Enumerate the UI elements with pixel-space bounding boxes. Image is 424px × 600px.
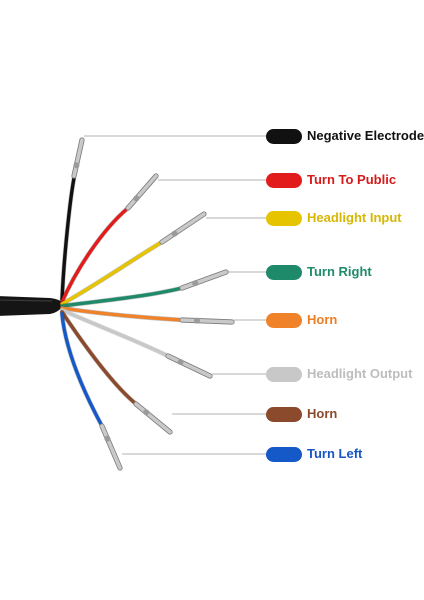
terminal-pin (166, 354, 212, 378)
terminal-pin (160, 212, 206, 244)
terminal-crimp (171, 230, 178, 237)
legend-label: Headlight Output (307, 366, 413, 381)
terminal-crimp (192, 280, 199, 287)
color-swatch (266, 264, 302, 280)
terminal-crimp (177, 359, 184, 365)
wire-group (59, 211, 207, 307)
wire (60, 176, 76, 302)
terminal-crimp (73, 162, 80, 169)
color-swatch (266, 172, 302, 188)
color-swatch (266, 312, 302, 328)
color-swatch (266, 446, 302, 462)
legend-item: Horn (266, 406, 337, 422)
cable-jacket (0, 296, 64, 316)
wire (60, 286, 184, 308)
wire (60, 306, 184, 322)
terminal-pin (134, 402, 172, 434)
legend-item: Turn To Public (266, 172, 396, 188)
wire (60, 206, 130, 304)
wire (60, 240, 164, 306)
wire-group (59, 137, 85, 303)
wire (60, 308, 170, 358)
legend-label: Turn Right (307, 264, 372, 279)
cable-highlight (0, 299, 53, 302)
terminal-pin (180, 318, 234, 324)
legend-item: Negative Electrode (266, 128, 424, 144)
terminal-crimp (133, 195, 140, 202)
color-swatch (266, 406, 302, 422)
wire (60, 312, 104, 428)
legend-item: Horn (266, 312, 337, 328)
terminal-pin (180, 270, 228, 290)
legend-item: Turn Right (266, 264, 372, 280)
wire-group (59, 305, 235, 325)
legend-item: Turn Left (266, 446, 362, 462)
legend-label: Turn Left (307, 446, 363, 461)
legend-label: Headlight Input (307, 210, 402, 225)
legend-label: Horn (307, 406, 338, 421)
color-swatch (266, 366, 302, 382)
terminal-crimp (104, 435, 111, 442)
wire-group (59, 173, 159, 305)
color-swatch (266, 128, 302, 144)
wire (60, 310, 138, 406)
terminal-pin (100, 424, 122, 470)
wire-outline (59, 311, 105, 429)
terminal-pin (126, 174, 158, 210)
terminal-crimp (143, 409, 150, 416)
wire-group (59, 309, 173, 435)
wire-group (59, 269, 229, 309)
legend-label: Turn To Public (307, 172, 397, 187)
terminal-pin (72, 138, 84, 178)
legend-item: Headlight Input (266, 210, 402, 226)
wire-group (59, 311, 123, 471)
legend-item: Headlight Output (266, 366, 412, 382)
wire-group (59, 307, 213, 379)
legend-label: Negative Electrode (307, 128, 424, 143)
terminal-crimp (194, 317, 200, 324)
color-swatch (266, 210, 302, 226)
legend-label: Horn (307, 312, 338, 327)
wire-outline (59, 205, 131, 305)
